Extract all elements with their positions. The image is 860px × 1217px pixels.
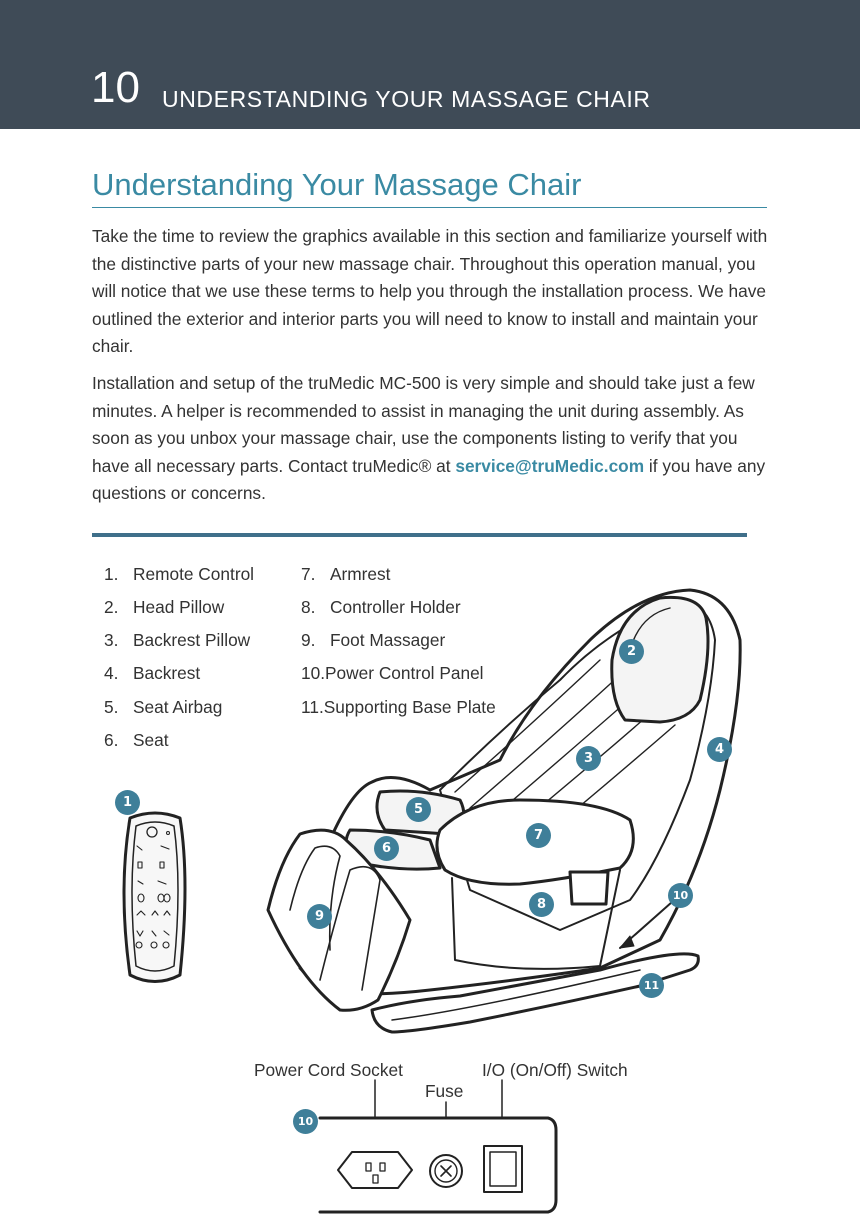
page-number: 10 (91, 63, 140, 112)
callout-foot-massager: 9 (307, 904, 332, 929)
item-label: Foot Massager (330, 630, 446, 650)
callout-power-panel-detail: 10 (293, 1109, 318, 1134)
foot-massager-drawing (266, 828, 412, 1012)
setup-text: Installation and setup of the truMedic M… (92, 373, 755, 476)
section-title: Understanding Your Massage Chair (92, 167, 582, 202)
callout-supporting-base-plate: 11 (639, 973, 664, 998)
callout-controller-holder: 8 (529, 892, 554, 917)
intro-paragraph: Take the time to review the graphics ava… (92, 226, 768, 356)
item-label: Remote Control (133, 564, 255, 584)
item-number: 11. (301, 697, 324, 717)
item-label: Power Control Panel (325, 663, 484, 683)
callout-backrest: 4 (707, 737, 732, 762)
list-divider (92, 533, 747, 537)
fuse-label: Fuse (425, 1081, 464, 1101)
item-label: Controller Holder (330, 597, 461, 617)
list-item: 3. Backrest Pillow (104, 630, 250, 650)
title-divider (92, 207, 767, 208)
support-email-link[interactable]: service@truMedic.com (455, 455, 645, 476)
item-label: Seat Airbag (133, 697, 223, 717)
item-label: Backrest Pillow (133, 630, 251, 650)
item-number: 8. (301, 597, 316, 617)
item-label: Head Pillow (133, 597, 225, 617)
setup-paragraph: Installation and setup of the truMedic M… (92, 370, 770, 508)
callout-head-pillow: 2 (619, 639, 644, 664)
item-number: 1. (104, 564, 119, 584)
power-cord-socket-label: Power Cord Socket (254, 1060, 403, 1080)
item-number: 4. (104, 663, 119, 683)
list-item: 2. Head Pillow (104, 597, 224, 617)
switch-label: I/O (On/Off) Switch (482, 1060, 628, 1080)
list-item: 4. Backrest (104, 663, 200, 683)
item-label: Seat (133, 730, 169, 750)
callout-remote-control: 1 (115, 790, 140, 815)
list-item: 9. Foot Massager (301, 630, 445, 650)
list-item: 6. Seat (104, 730, 169, 750)
callout-armrest: 7 (526, 823, 551, 848)
list-item: 7. Armrest (301, 564, 390, 584)
item-number: 10. (301, 663, 326, 683)
callout-backrest-pillow: 3 (576, 746, 601, 771)
list-item: 8. Controller Holder (301, 597, 461, 617)
running-title: UNDERSTANDING YOUR MASSAGE CHAIR (162, 86, 651, 112)
item-label: Supporting Base Plate (323, 697, 496, 717)
item-label: Backrest (133, 663, 201, 683)
item-label: Armrest (330, 564, 391, 584)
list-item: 5. Seat Airbag (104, 697, 222, 717)
item-number: 7. (301, 564, 316, 584)
callout-power-control-panel: 10 (668, 883, 693, 908)
remote-control-drawing (122, 811, 187, 983)
item-number: 5. (104, 697, 119, 717)
list-item: 10.Power Control Panel (301, 663, 484, 683)
list-item: 11.Supporting Base Plate (301, 697, 496, 717)
item-number: 6. (104, 730, 119, 750)
callout-seat: 6 (374, 836, 399, 861)
item-number: 9. (301, 630, 316, 650)
list-item: 1. Remote Control (104, 564, 254, 584)
callout-seat-airbag: 5 (406, 797, 431, 822)
item-number: 2. (104, 597, 119, 617)
setup-text-end: if you have any questions or concerns. (92, 455, 766, 504)
header-band (0, 0, 860, 129)
item-number: 3. (104, 630, 119, 650)
